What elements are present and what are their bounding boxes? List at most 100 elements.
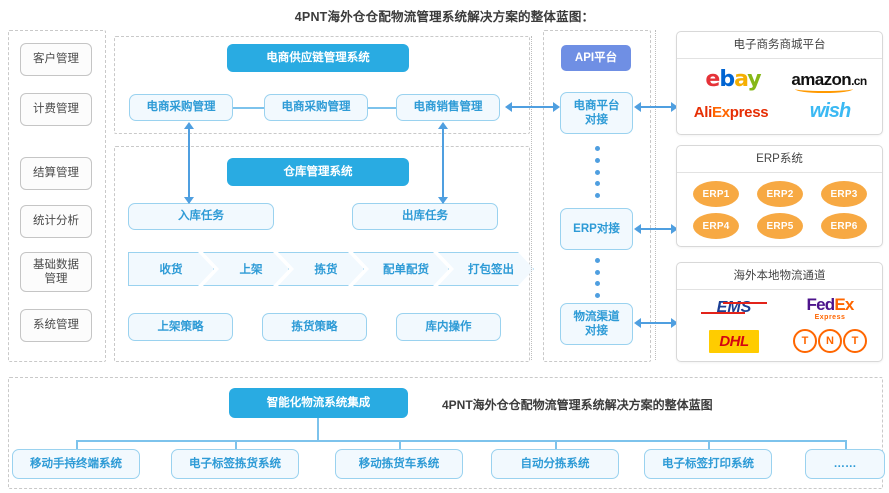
connector-purchase2-sales: [368, 107, 396, 109]
connector-inbound-up-arrow: [184, 122, 194, 129]
erp-item-label: ERP4: [702, 220, 730, 232]
connector-api-ecommerce-line: [640, 106, 674, 108]
vertical-dots-upper: [594, 146, 600, 198]
node-label: 物流渠道 对接: [573, 310, 620, 337]
connector-api-logistics-line: [640, 322, 674, 324]
sidebar-item-label: 计费管理: [33, 103, 79, 116]
erp-item-label: ERP1: [702, 188, 730, 200]
bottom-note: 4PNT海外仓仓配物流管理系统解决方案的整体蓝图: [442, 398, 713, 412]
process-step-receive[interactable]: 收货: [128, 252, 214, 286]
sidebar-item-billing[interactable]: 计费管理: [20, 93, 92, 126]
erp-item-label: ERP2: [766, 188, 794, 200]
node-label: 电商销售管理: [413, 101, 483, 114]
connector-inbound-down-arrow: [184, 197, 194, 204]
node-label: 上架策略: [157, 320, 204, 333]
connector-api-ecommerce-arrow-left: [634, 102, 641, 112]
erp-item-1[interactable]: ERP1: [693, 181, 739, 207]
bottom-item-label: ……: [833, 457, 857, 470]
sidebar-item-label: 统计分析: [33, 215, 79, 228]
node-ecommerce-purchase-2[interactable]: 电商采购管理: [264, 94, 368, 121]
node-erp-connector[interactable]: ERP对接: [560, 208, 633, 250]
panel-erp-body: ERP1 ERP2 ERP3 ERP4 ERP5 ERP6: [677, 173, 882, 246]
sidebar-item-master-data[interactable]: 基础数据 管理: [20, 252, 92, 292]
erp-item-5[interactable]: ERP5: [757, 213, 803, 239]
node-label: 电商平台 对接: [573, 99, 620, 126]
node-label: 拣货策略: [291, 320, 338, 333]
sidebar-item-statistics[interactable]: 统计分析: [20, 205, 92, 238]
node-ecommerce-sales[interactable]: 电商销售管理: [396, 94, 500, 121]
connector-purchase1-purchase2: [233, 107, 264, 109]
bottom-item-mobile-cart[interactable]: 移动拣货车系统: [335, 449, 463, 479]
erp-item-6[interactable]: ERP6: [821, 213, 867, 239]
process-step-label: 配单配货: [383, 264, 429, 276]
bottom-item-etag-printing[interactable]: 电子标签打印系统: [644, 449, 772, 479]
erp-item-label: ERP6: [830, 220, 858, 232]
separator-left: [531, 36, 532, 360]
bottom-item-label: 电子标签打印系统: [662, 457, 754, 470]
bottom-drop-5: [708, 440, 710, 451]
connector-sales-to-api-arrow-left: [505, 102, 512, 112]
brand-ebay-logo: ebay: [705, 67, 761, 92]
node-pick-strategy[interactable]: 拣货策略: [262, 313, 367, 341]
node-putaway-strategy[interactable]: 上架策略: [128, 313, 233, 341]
bottom-drop-2: [235, 440, 237, 451]
sidebar-container: [8, 30, 106, 362]
connector-api-logistics-arrow-left: [634, 318, 641, 328]
bottom-item-etag-picking[interactable]: 电子标签拣货系统: [171, 449, 299, 479]
connector-sales-to-api-arrow-right: [553, 102, 560, 112]
sidebar-item-customer[interactable]: 客户管理: [20, 43, 92, 76]
warehouse-header-label: 仓库管理系统: [283, 165, 353, 178]
brand-wish-logo: wish: [809, 99, 851, 122]
connector-api-logistics-arrow-right: [671, 318, 678, 328]
connector-outbound-down-arrow: [438, 197, 448, 204]
bottom-trunk: [317, 418, 319, 440]
erp-item-label: ERP3: [830, 188, 858, 200]
erp-item-3[interactable]: ERP3: [821, 181, 867, 207]
bottom-item-more[interactable]: ……: [805, 449, 885, 479]
sidebar-item-system[interactable]: 系统管理: [20, 309, 92, 342]
process-step-pack-ship[interactable]: 打包签出: [438, 252, 534, 286]
bottom-header-label: 智能化物流系统集成: [266, 396, 371, 409]
bottom-item-auto-sorting[interactable]: 自动分拣系统: [491, 449, 619, 479]
node-ecommerce-purchase-1[interactable]: 电商采购管理: [129, 94, 233, 121]
bottom-item-label: 电子标签拣货系统: [189, 457, 281, 470]
process-step-label: 收货: [159, 264, 183, 276]
connector-api-erp-arrow-left: [634, 224, 641, 234]
panel-ecommerce-body: ebay amazon.cn AliExpress wish: [677, 59, 882, 134]
bottom-drop-3: [399, 440, 401, 451]
bottom-drop-4: [555, 440, 557, 451]
node-label: 出库任务: [402, 210, 448, 223]
bottom-drop-1: [76, 440, 78, 451]
bottom-drop-6: [845, 440, 847, 451]
brand-ems-logo: EMS: [687, 293, 781, 323]
sidebar-item-settlement[interactable]: 结算管理: [20, 157, 92, 190]
api-platform-header: API平台: [561, 45, 631, 71]
sidebar-item-label: 客户管理: [33, 53, 79, 66]
erp-item-2[interactable]: ERP2: [757, 181, 803, 207]
bottom-header: 智能化物流系统集成: [229, 388, 408, 418]
node-in-warehouse-operation[interactable]: 库内操作: [396, 313, 501, 341]
panel-erp: ERP系统 ERP1 ERP2 ERP3 ERP4 ERP5 ERP6: [676, 145, 883, 247]
bottom-item-label: 自动分拣系统: [520, 457, 590, 470]
node-label: 入库任务: [178, 210, 224, 223]
vertical-dots-lower: [594, 258, 600, 298]
panel-logistics-title: 海外本地物流通道: [677, 263, 882, 290]
supply-chain-header-label: 电商供应链管理系统: [266, 51, 370, 64]
bottom-item-label: 移动拣货车系统: [358, 457, 440, 470]
node-inbound-task[interactable]: 入库任务: [128, 203, 274, 230]
node-ecommerce-platform-connector[interactable]: 电商平台 对接: [560, 92, 633, 134]
node-logistics-channel-connector[interactable]: 物流渠道 对接: [560, 303, 633, 345]
node-outbound-task[interactable]: 出库任务: [352, 203, 498, 230]
erp-item-label: ERP5: [766, 220, 794, 232]
process-step-sort-allocate[interactable]: 配单配货: [353, 252, 449, 286]
panel-ecommerce-title: 电子商务商城平台: [677, 32, 882, 59]
sidebar-item-label: 系统管理: [33, 319, 79, 332]
connector-sales-to-api-line: [512, 106, 556, 108]
separator-right: [655, 30, 656, 360]
erp-item-4[interactable]: ERP4: [693, 213, 739, 239]
connector-inbound-up-line: [188, 128, 190, 203]
bottom-item-mobile-handheld[interactable]: 移动手持终端系统: [12, 449, 140, 479]
node-label: ERP对接: [573, 222, 620, 235]
